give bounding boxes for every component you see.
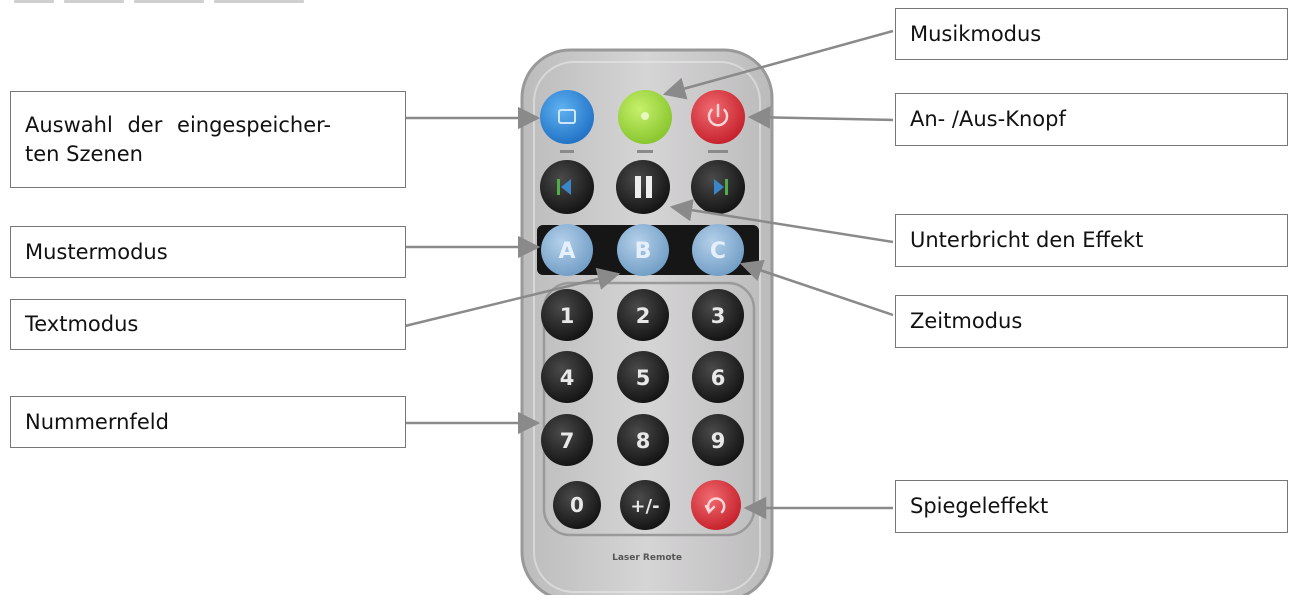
number-button-8[interactable]: 8 xyxy=(617,414,669,466)
scene-select-button[interactable] xyxy=(540,90,594,144)
rotate-icon xyxy=(704,497,726,515)
next-button[interactable] xyxy=(691,160,745,214)
callout-spiegeleffekt: Spiegeleffekt xyxy=(895,480,1288,533)
letter-button-b[interactable]: B xyxy=(617,224,669,276)
number-button-4[interactable]: 4 xyxy=(541,351,593,403)
music-mode-button[interactable] xyxy=(618,90,672,144)
callout-an-aus-knopf: An- /Aus-Knopf xyxy=(895,93,1288,146)
letter-button-label: A xyxy=(558,239,575,264)
number-button-6[interactable]: 6 xyxy=(692,351,744,403)
previous-icon xyxy=(557,179,571,195)
number-button-1[interactable]: 1 xyxy=(541,289,593,341)
pause-icon xyxy=(635,176,652,198)
callout-text: Nummernfeld xyxy=(25,409,169,434)
pause-button[interactable] xyxy=(616,160,670,214)
number-button-label: 1 xyxy=(560,304,575,328)
number-button-3[interactable]: 3 xyxy=(692,289,744,341)
callout-text: Textmodus xyxy=(25,312,139,337)
leader-line-unterbricht xyxy=(669,199,894,244)
music-icon xyxy=(641,112,649,120)
callout-auswahl-text: Auswahl der eingespeicher- ten Szenen xyxy=(25,111,391,168)
callout-nummernfeld: Nummernfeld xyxy=(10,396,406,448)
callout-text: Mustermodus xyxy=(25,239,168,264)
callout-text-line: Auswahl der eingespeicher- xyxy=(25,113,332,138)
leader-line-zeitmodus xyxy=(739,259,894,317)
callout-text: An- /Aus-Knopf xyxy=(910,107,1066,132)
number-button-label: 8 xyxy=(636,429,651,453)
leader-lines xyxy=(404,29,894,520)
cropped-header-fragment xyxy=(0,0,340,8)
number-pad-frame xyxy=(542,281,756,537)
remote-brand-label: Laser Remote xyxy=(612,553,682,563)
callout-text: Zeitmodus xyxy=(910,309,1023,334)
leader-line-an-aus xyxy=(747,106,894,129)
callout-text: Unterbricht den Effekt xyxy=(910,228,1144,253)
callout-unterbricht: Unterbricht den Effekt xyxy=(895,214,1288,267)
power-button[interactable] xyxy=(691,90,745,144)
power-icon xyxy=(707,103,729,127)
number-button-7[interactable]: 7 xyxy=(541,414,593,466)
number-button-9[interactable]: 9 xyxy=(692,414,744,466)
mirror-effect-button[interactable] xyxy=(691,480,741,530)
next-icon xyxy=(714,179,728,195)
plus-minus-button[interactable]: +/- xyxy=(620,480,670,530)
callout-mustermodus: Mustermodus xyxy=(10,226,406,278)
callout-zeitmodus: Zeitmodus xyxy=(895,295,1288,348)
scene-icon xyxy=(558,109,576,124)
number-button-label: 0 xyxy=(570,493,584,517)
previous-button[interactable] xyxy=(540,160,594,214)
callout-text: Musikmodus xyxy=(910,21,1042,46)
callout-auswahl: Auswahl der eingespeicher- ten Szenen xyxy=(10,91,406,188)
leader-line-musikmodus xyxy=(662,29,894,100)
callout-text: Spiegeleffekt xyxy=(910,494,1049,519)
callout-musikmodus: Musikmodus xyxy=(895,8,1288,60)
number-button-label: 3 xyxy=(711,304,726,328)
number-button-label: 5 xyxy=(636,366,651,390)
letter-button-c[interactable]: C xyxy=(692,224,744,276)
number-button-0[interactable]: 0 xyxy=(553,481,601,529)
leader-line-textmodus xyxy=(404,267,621,328)
letter-button-label: B xyxy=(635,239,652,264)
number-button-5[interactable]: 5 xyxy=(617,351,669,403)
letter-button-a[interactable]: A xyxy=(541,224,593,276)
number-button-label: 9 xyxy=(711,429,726,453)
number-button-label: +/- xyxy=(630,496,659,517)
callout-text-line: ten Szenen xyxy=(25,141,143,166)
number-button-2[interactable]: 2 xyxy=(617,289,669,341)
callout-textmodus: Textmodus xyxy=(10,299,406,350)
letter-button-label: C xyxy=(710,239,726,264)
number-button-label: 4 xyxy=(560,366,575,390)
number-button-label: 2 xyxy=(636,304,651,328)
number-button-label: 6 xyxy=(711,366,726,390)
number-button-label: 7 xyxy=(560,429,575,453)
